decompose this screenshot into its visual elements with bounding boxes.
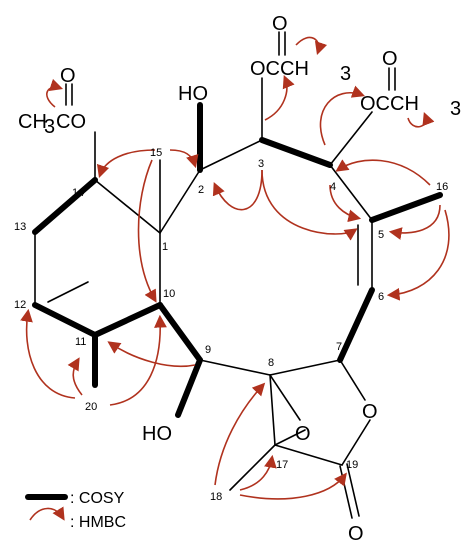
bond-c17-c19	[274, 444, 343, 466]
bond-c17-c18	[229, 444, 276, 491]
legend: : COSY : HMBC	[25, 490, 126, 531]
hmbc-oac4-loop	[407, 112, 435, 128]
atom-num-4: 4	[330, 181, 336, 193]
bond-c4-oac	[329, 111, 373, 166]
hmbc-h20-c10	[109, 314, 167, 406]
atom-num-18: 18	[210, 491, 222, 503]
bond-c7-olactone	[339, 359, 366, 401]
atom-num-7: 7	[336, 341, 342, 353]
hmbc-h4-c5	[329, 184, 362, 223]
atom-num-13: 13	[14, 221, 26, 233]
label-o-lactone: O	[362, 401, 378, 423]
bonds-thin-2	[159, 164, 373, 376]
legend-hmbc-label: : HMBC	[70, 514, 126, 531]
hmbc-oac14-loop	[46, 78, 64, 108]
hmbc-h3-oac	[264, 75, 295, 121]
atom-num-1: 1	[162, 241, 168, 253]
atom-num-16: 16	[436, 181, 448, 193]
hmbc-h18-c8	[214, 382, 266, 486]
label-ch-c14-sub: 3	[44, 116, 55, 138]
atom-num-12: 12	[14, 299, 26, 311]
hmbc-oac3-loop	[295, 36, 328, 56]
bond-c19-o-1	[339, 465, 353, 519]
hmbc-h15-c2	[169, 149, 199, 169]
legend-hmbc-swatch	[29, 506, 65, 521]
atom-num-15: 15	[150, 147, 162, 159]
bond-c17-oepox	[274, 429, 306, 446]
hmbc-h4-oac	[319, 85, 366, 146]
cosy-c6-c7	[337, 287, 375, 363]
atom-num-2: 2	[198, 184, 204, 196]
label-o-carbonyl: O	[348, 523, 364, 545]
label-o-c4: O	[382, 48, 398, 70]
bond-c4-c5	[329, 164, 373, 221]
hmbc-h12-c20-left	[20, 308, 76, 399]
atom-num-6: 6	[378, 291, 384, 303]
hmbc-h16-c6	[386, 209, 450, 301]
label-oac-c3: OCCH	[250, 58, 309, 80]
atom-num-3: 3	[258, 158, 264, 170]
atom-num-11: 11	[75, 336, 86, 348]
label-oac-c4-sub: 3	[450, 98, 461, 120]
hmbc-h3-c5	[261, 169, 358, 241]
label-o-epoxide: O	[295, 423, 311, 445]
atom-num-19: 19	[346, 459, 358, 471]
bond-c14-c1	[94, 179, 161, 234]
hmbc-h9-c11	[107, 341, 196, 368]
label-co-c14: CO	[56, 111, 86, 133]
atom-num-10: 10	[163, 288, 175, 300]
cosy-c3-c4	[259, 137, 333, 168]
label-oh-c9: HO	[142, 423, 172, 445]
atom-num-9: 9	[205, 344, 211, 356]
cosy-c14-c13	[32, 177, 98, 235]
cosy-c5-c16	[369, 192, 443, 223]
hmbc-h18-c19	[239, 472, 347, 500]
label-o-c3: O	[272, 13, 288, 35]
hmbc-h15-c10	[137, 159, 157, 303]
bonds-cosy	[32, 102, 443, 418]
atom-numbers: 1 2 3 4 5 6 7 8 9 10 11 12 13 14 15 16 1…	[14, 147, 448, 503]
atom-num-14: 14	[72, 187, 84, 199]
bond-c2-c3	[199, 139, 263, 171]
bond-c8-oepox	[269, 374, 301, 421]
bond-c11-c12-double	[47, 281, 89, 303]
cosy-c9-oh	[175, 357, 203, 418]
label-ch-c14: CH	[18, 111, 47, 133]
hmbc-arrows	[20, 36, 450, 500]
cosy-c11-c10	[92, 302, 163, 338]
label-oac-c3-sub: 3	[340, 63, 351, 85]
hmbc-h3-c2	[212, 169, 263, 211]
label-oac-c4: OCCH	[360, 93, 419, 115]
atom-num-8: 8	[268, 357, 274, 369]
label-oh-c2: HO	[178, 83, 208, 105]
bond-c19-o-2	[346, 463, 360, 517]
cosy-c12-c11	[32, 302, 98, 338]
bond-c19-olactone	[341, 419, 371, 466]
group-labels: HO O OCCH 3 O OCCH 3 O CH 3 CO HO O O O	[18, 13, 461, 545]
bond-c9-c8	[199, 359, 271, 376]
atom-num-20: 20	[85, 401, 97, 413]
legend-cosy-label: : COSY	[70, 490, 125, 507]
atom-num-5: 5	[378, 229, 384, 241]
hmbc-h16-c4	[335, 159, 431, 186]
bonds-thin	[34, 31, 396, 519]
hmbc-h16-c5	[388, 204, 441, 240]
bond-c1-c2	[159, 169, 201, 234]
label-o-c14: O	[60, 65, 76, 87]
hmbc-h18-c17	[239, 454, 277, 491]
hmbc-h20-c11	[67, 357, 83, 396]
bond-c8-c7	[269, 359, 341, 376]
bond-c8-c17	[269, 374, 276, 446]
hmbc-h15-c14	[96, 149, 156, 179]
atom-num-17: 17	[276, 459, 288, 471]
cosy-c10-c9	[157, 302, 203, 363]
